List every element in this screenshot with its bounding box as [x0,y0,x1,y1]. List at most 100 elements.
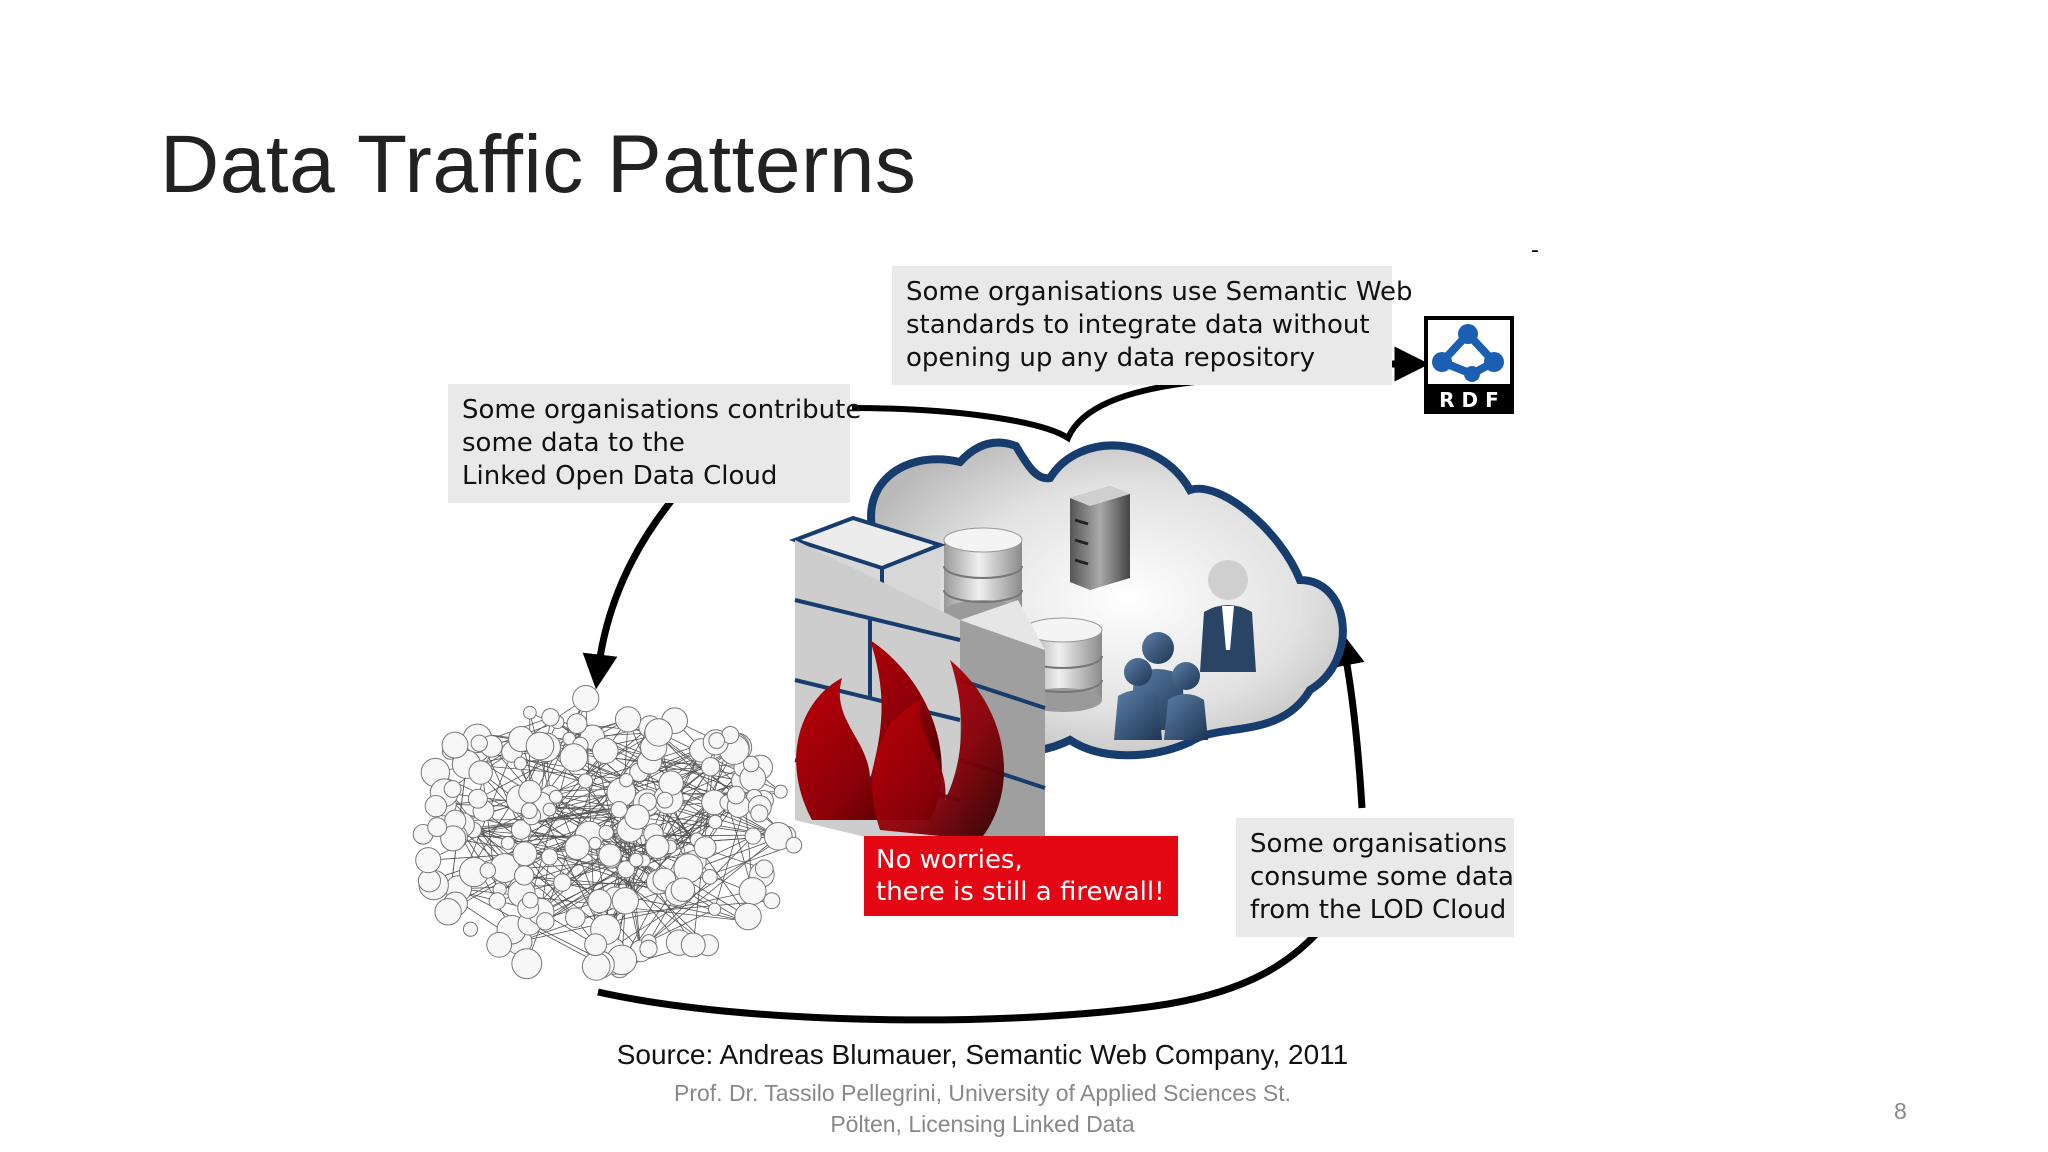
businessman-icon [1200,560,1256,672]
network-link [521,732,659,894]
network-node [680,932,706,958]
network-node [734,902,762,931]
network-node [427,817,448,838]
lod-cloud-network [412,684,803,981]
network-link [562,761,650,883]
users-group-icon [1114,632,1208,740]
network-node [500,835,515,850]
network-node [553,873,572,892]
network-node [565,907,586,928]
network-node [521,891,539,909]
network-node [424,794,448,818]
network-node [639,939,658,958]
label-integrate-data: Some organisations use Semantic Web stan… [892,266,1413,385]
network-node [707,814,723,830]
network-node [588,836,602,850]
network-link [601,834,788,955]
network-node [486,931,513,958]
network-node [785,836,803,854]
network-node [763,821,793,851]
network-node [614,706,642,733]
server-icon [1070,486,1130,590]
network-node [610,801,628,819]
network-link [648,835,779,943]
network-node [598,843,622,867]
network-link [656,735,737,796]
slide-title: Data Traffic Patterns [160,119,917,210]
network-node [619,773,634,788]
network-link [619,749,735,968]
arrow-top-curve [851,377,1216,443]
footer-line: Prof. Dr. Tassilo Pellegrini, University… [673,1080,1291,1106]
network-node [441,731,469,759]
network-node [744,827,762,845]
network-node [536,912,555,931]
network-node [584,933,608,957]
label-line: there is still a firewall! [876,877,1165,907]
network-node [488,892,506,910]
network-node [434,898,462,926]
network-node [443,780,462,798]
arrow-bottom-curve [597,929,1321,1024]
network-node [708,732,726,749]
arrow-contribute [582,497,675,690]
network-link [422,734,731,835]
network-node [592,737,619,765]
label-contribute-data: Some organisations contribute some data … [448,384,861,503]
network-node [773,784,788,799]
network-node [700,757,721,777]
stray-dash: - [1531,238,1539,263]
network-node [658,770,684,796]
flame-icon [796,640,1004,840]
network-node [510,819,532,840]
network-node [763,892,781,910]
network-node [742,755,760,773]
network-node [624,804,650,830]
network-node [468,760,493,785]
network-node [542,802,557,817]
network-node [525,731,555,761]
label-line: some data to the [462,428,685,458]
label-line: No worries, [876,845,1023,875]
footer-line: Pölten, Licensing Linked Data [830,1111,1135,1137]
network-link [519,890,753,943]
label-line: consume some data [1250,862,1514,892]
network-node [470,734,488,752]
network-link [524,853,596,945]
network-node [754,859,774,879]
network-node [541,708,560,727]
network-link [648,835,754,943]
network-node [707,902,722,916]
network-node [726,785,746,805]
network-node [467,788,488,809]
network-node [738,877,767,905]
network-node [656,791,674,809]
label-consume-data: Some organisations consume some data fro… [1236,818,1514,937]
label-firewall: No worries, there is still a firewall! [864,836,1178,916]
rdf-graph-icon [1432,324,1504,382]
network-node [628,852,644,868]
network-node [548,789,563,804]
network-node [598,824,614,841]
slide-footer: Prof. Dr. Tassilo Pellegrini, University… [0,1078,1965,1140]
rdf-logo-text: RDF [1439,388,1506,412]
network-node [559,743,589,772]
network-node [540,848,559,866]
label-line: Linked Open Data Cloud [462,461,778,491]
network-node [512,841,538,867]
network-node [520,802,538,820]
network-node [415,847,442,874]
network-node [693,836,717,859]
network-node [581,952,611,981]
network-link [453,838,627,870]
network-node [644,718,673,747]
network-node [518,779,542,804]
label-line: standards to integrate data without [906,310,1370,340]
network-node [440,825,467,852]
network-node [566,713,588,735]
label-line: from the LOD Cloud [1250,895,1507,925]
network-link [455,749,735,822]
network-node [750,804,769,823]
network-node [564,834,590,861]
